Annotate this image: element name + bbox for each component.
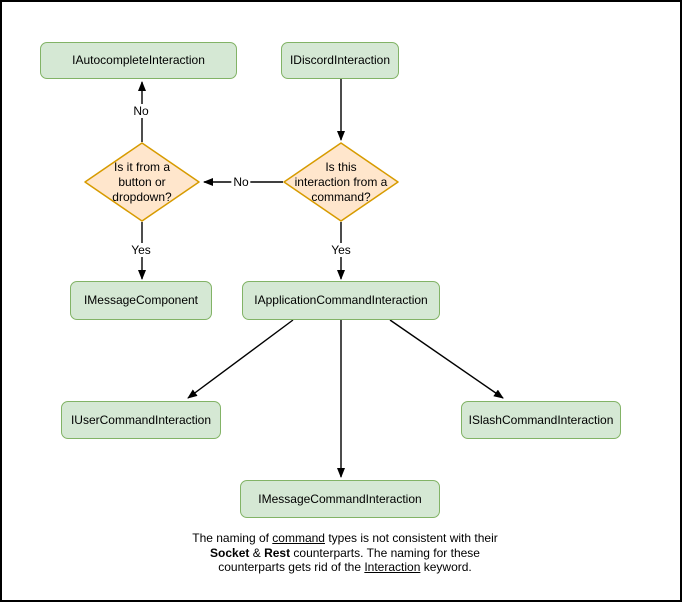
decision-line: Is this [325,159,357,174]
edge-to-user-command [187,319,294,399]
footer-line-3: counterparts gets rid of the Interaction… [4,560,682,575]
node-slash-command-interaction: ISlashCommandInteraction [461,401,621,439]
decision-label: Is it from a button or dropdown? [84,142,200,222]
footer-text-bold: Rest [264,545,291,560]
node-discord-interaction: IDiscordInteraction [281,42,399,79]
edge-label-yes-to-message-component: Yes [129,243,153,257]
node-label: IDiscordInteraction [289,53,391,68]
footer-text: types is not consistent with their [324,531,498,545]
footer-text: keyword. [420,560,472,574]
node-message-component: IMessageComponent [70,281,212,320]
decision-line: command? [311,189,371,204]
node-label: IAutocompleteInteraction [72,53,205,68]
edge-to-slash-command [389,319,504,399]
footer-text-underlined: command [272,531,325,545]
edge-label-yes-to-application-command: Yes [329,243,353,257]
footer-text-underlined: Interaction [364,560,421,574]
decision-label: Is this interaction from a command? [283,142,399,222]
edge-label-no-to-autocomplete: No [131,104,151,118]
node-application-command-interaction: IApplicationCommandInteraction [242,281,440,320]
node-label: IUserCommandInteraction [70,412,212,427]
footer-text: counterparts. The naming for these [290,545,480,560]
node-user-command-interaction: IUserCommandInteraction [61,401,221,439]
node-label: ISlashCommandInteraction [468,412,614,427]
decision-line: interaction from a [294,174,388,189]
footer-line-2: Socket & Rest counterparts. The naming f… [4,546,682,561]
footer-note: The naming of command types is not consi… [4,531,682,575]
decision-from-command: Is this interaction from a command? [283,142,399,222]
diamond-shape [283,142,399,222]
footer-text: counterparts gets rid of the [218,560,365,574]
footer-text-bold: Socket [210,545,250,560]
node-label: IMessageComponent [83,293,199,308]
diamond-shape [84,142,200,222]
decision-button-or-dropdown: Is it from a button or dropdown? [84,142,200,222]
footer-text: The naming of [192,531,273,545]
node-label: IMessageCommandInteraction [258,491,422,506]
decision-line: Is it from a [113,159,170,174]
decision-line: dropdown? [112,189,172,204]
footer-text: & [249,545,265,560]
decision-line: button or [118,174,166,189]
node-label: IApplicationCommandInteraction [254,293,428,308]
node-autocomplete-interaction: IAutocompleteInteraction [40,42,237,79]
edge-label-no-between-decisions: No [231,175,251,189]
node-message-command-interaction: IMessageCommandInteraction [240,480,440,518]
footer-line-1: The naming of command types is not consi… [4,531,682,546]
